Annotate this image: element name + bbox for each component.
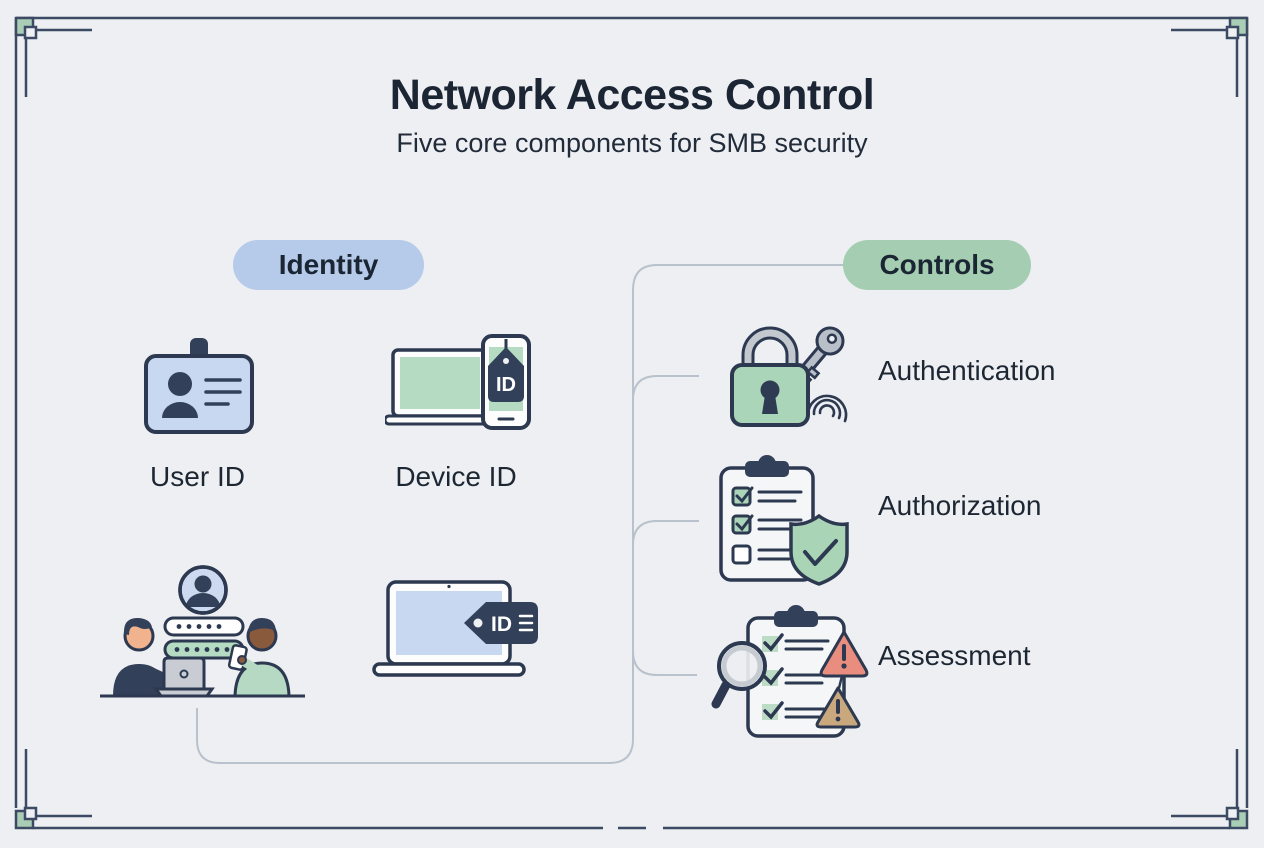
id-tag: ID (464, 602, 538, 644)
authorization-label: Authorization (878, 490, 1042, 521)
magnifier-checklist-warnings-icon (711, 605, 869, 738)
corner-bracket-bottom-left (14, 747, 94, 830)
laptop-icon (153, 656, 215, 698)
identity-badge-label: Identity (278, 249, 379, 280)
id-card-icon (144, 338, 254, 434)
id-tag: ID (488, 339, 524, 402)
password-field-icon (163, 616, 245, 660)
controls-badge: Controls (843, 240, 1031, 290)
lock-key-fingerprint-icon (730, 326, 848, 427)
laptop-id-tag-icon: ID (372, 580, 538, 677)
id-tag-text: ID (496, 374, 516, 396)
warning-triangle-red-icon (819, 630, 869, 678)
identity-badge: Identity (233, 240, 424, 290)
authentication-label: Authentication (878, 355, 1056, 386)
checklist-rows (762, 633, 830, 720)
controls-badge-label: Controls (879, 249, 995, 280)
magnifier-icon (711, 641, 767, 709)
shield-check-icon (789, 513, 849, 586)
assessment-label: Assessment (878, 640, 1031, 671)
lock-icon (730, 326, 810, 427)
connector-lines (196, 264, 843, 764)
devices-id-tag-icon: ID (385, 334, 531, 430)
corner-bracket-bottom-right (1169, 747, 1249, 830)
person-right (227, 618, 291, 698)
checklist-shield-icon (719, 455, 849, 586)
credential-verification-scene-icon (100, 565, 305, 698)
device-id-label: Device ID (395, 461, 517, 492)
id-tag-text: ID (491, 613, 512, 636)
user-id-label: User ID (150, 461, 245, 492)
page-subtitle: Five core components for SMB security (396, 128, 868, 159)
page-title: Network Access Control (389, 71, 875, 119)
page-border (14, 16, 1249, 830)
fingerprint-icon (806, 394, 848, 423)
avatar-icon (178, 565, 228, 615)
checklist-rows (731, 486, 803, 565)
header: Network Access Control Five core compone… (0, 71, 1264, 159)
warning-triangle-tan-icon (815, 686, 861, 729)
